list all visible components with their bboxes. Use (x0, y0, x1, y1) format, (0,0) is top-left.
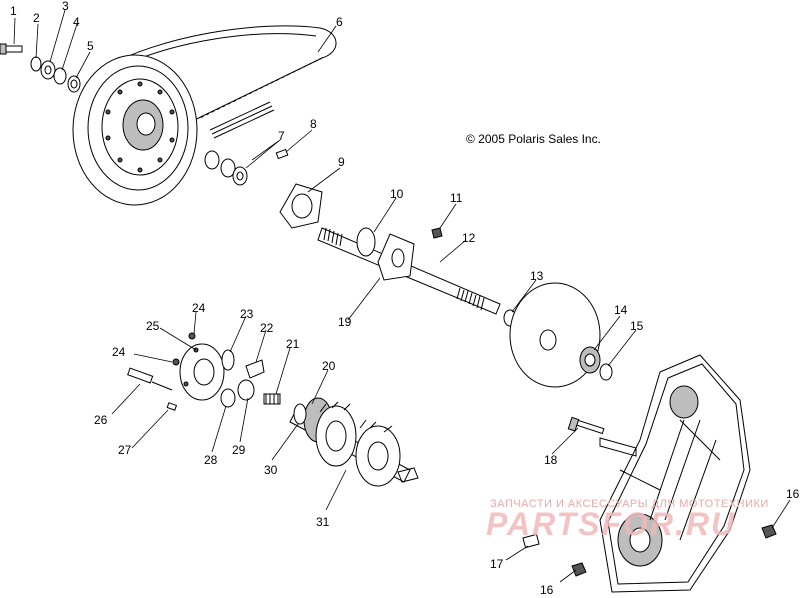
seal-22 (245, 359, 265, 379)
washer-4 (53, 67, 67, 85)
callout-8: 8 (310, 117, 317, 131)
leader-lines (13, 9, 791, 583)
callout-30: 30 (264, 463, 278, 477)
nut-24b (172, 358, 180, 366)
callout-18: 18 (544, 453, 558, 467)
callout-4: 4 (73, 15, 80, 29)
nut-16a (571, 562, 587, 577)
washer-5 (67, 75, 81, 93)
nut-16b (761, 524, 777, 539)
plug-17 (522, 533, 540, 549)
callout-numbers: 1 2 3 4 5 6 7 8 9 10 11 12 13 14 15 16 1… (10, 0, 800, 597)
driven-shaft-12 (317, 227, 501, 315)
callout-25: 25 (146, 319, 160, 333)
bearing-30 (293, 403, 307, 425)
shaft-assembly-31 (289, 397, 419, 487)
callout-22: 22 (260, 321, 274, 335)
driven-pulley-disk (509, 282, 601, 388)
watermark-tagline: ЗАПЧАСТИ И АКСЕССУАРЫ ДЛЯ МОТОТЕХНИКИ (490, 498, 769, 510)
callout-13: 13 (530, 269, 544, 283)
pin-8 (275, 148, 289, 160)
callout-23: 23 (240, 307, 254, 321)
callout-28: 28 (204, 453, 218, 467)
flange-19 (377, 233, 415, 281)
seal-15 (599, 363, 613, 381)
callout-2: 2 (33, 11, 40, 25)
spring-21 (263, 393, 281, 405)
shims-7 (204, 150, 248, 186)
bearing-flange-9 (279, 183, 323, 229)
nut-24a (188, 332, 196, 340)
callout-24a: 24 (192, 301, 206, 315)
nut-11 (431, 227, 443, 239)
chaincase-cover (599, 354, 751, 593)
washer-3 (40, 60, 56, 80)
callout-31: 31 (316, 515, 330, 529)
callout-5: 5 (87, 39, 94, 53)
callout-9: 9 (338, 155, 345, 169)
washer-2 (30, 56, 42, 72)
sheave-bolts (105, 81, 175, 173)
callout-21: 21 (286, 337, 300, 351)
belt-teeth (209, 101, 275, 139)
copyright-text: © 2005 Polaris Sales Inc. (466, 132, 601, 146)
shaft-splines (323, 227, 485, 311)
bolt-18 (567, 416, 605, 435)
callout-16b: 16 (786, 487, 800, 501)
callout-6: 6 (336, 15, 343, 29)
callout-15: 15 (630, 319, 644, 333)
sensor-26 (127, 367, 173, 391)
callout-17: 17 (490, 557, 504, 571)
callout-26: 26 (94, 413, 108, 427)
bolt-1 (0, 43, 23, 55)
callout-19: 19 (338, 315, 352, 329)
callout-12: 12 (462, 231, 476, 245)
callout-11: 11 (450, 191, 463, 205)
gasket-23 (221, 349, 235, 371)
callout-7: 7 (278, 129, 285, 143)
callout-27: 27 (118, 443, 132, 457)
callout-29: 29 (232, 443, 246, 457)
callout-24b: 24 (112, 345, 126, 359)
callout-1: 1 (10, 4, 17, 18)
ring-29 (237, 379, 255, 401)
bearing-housing-25 (179, 343, 225, 401)
callout-16a: 16 (540, 583, 554, 597)
watermark-logo: PARTSFOR.RU (486, 506, 737, 542)
bearing-10 (356, 227, 376, 257)
callout-14: 14 (614, 303, 628, 317)
callout-10: 10 (390, 187, 404, 201)
callout-3: 3 (62, 0, 69, 13)
drive-sheave (72, 54, 198, 206)
ring-28 (220, 388, 236, 408)
callout-20: 20 (322, 359, 336, 373)
pin-27 (166, 402, 178, 411)
